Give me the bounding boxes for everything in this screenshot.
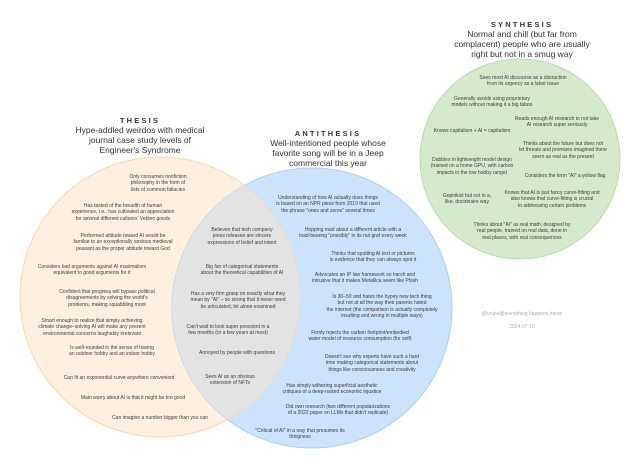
overlap-region [172,168,300,437]
thesis-item: Can fit an exponential curve anywhere co… [63,375,175,381]
synthesis-subtitle: Normal and chill (but far from complacen… [454,29,590,59]
thesis-item: Smart enough to realize that simply achi… [38,318,146,337]
antithesis-subtitle: Well-intentioned people whose favorite s… [270,138,386,168]
synthesis-item: Knows that AI is just fancy curve-fittin… [504,190,600,209]
overlap-item: Can't wait to look super prescient in a … [186,324,270,337]
antithesis-item: Did own research (two different populari… [285,404,391,417]
synthesis-item: Thinks about "AI" as real math, designed… [473,222,571,241]
synthesis-title: SYNTHESIS [490,20,554,29]
credit-date: 2024-07-10 [509,323,535,330]
antithesis-item: Hopping mad about a different article wi… [299,227,407,240]
thesis-item: Can imagine a number bigger than you can [112,415,208,421]
synthesis-item: Thinks about the future but does not let… [519,141,607,160]
antithesis-item: Has simply withering superficial aesthet… [282,383,382,396]
synthesis-circle [419,58,621,260]
thesis-item: Performed attitude toward AI would be fa… [73,233,173,252]
overlap-item: Big fan of categorical statements about … [200,264,284,277]
thesis-title: THESIS [119,116,161,125]
synthesis-item: Gopnikist but not in a, like, doctrinair… [442,193,492,206]
antithesis-item: Understanding of how AI actually does th… [276,195,380,214]
thesis-item: Only consumes nonfiction philosophy in t… [129,174,187,193]
thesis-item: Confident that progress will bypass poli… [59,289,155,308]
synthesis-item: Generally avoids using proprietary model… [451,96,533,109]
synthesis-item: Knows capitalism + AI = capitalism [433,128,511,134]
credit: @vrubu@everything.happens.horse 2024-07-… [482,304,562,337]
overlap-item: Has a very firm grasp on exactly what th… [190,291,286,310]
thesis-item: Has tasted of the breadth of human exper… [71,203,175,222]
thesis-header: THESIS Hype-addled weirdos with medical … [76,116,205,155]
antithesis-header: ANTITHESIS Well-intentioned people whose… [270,129,386,168]
antithesis-item: Doesn't see why experts have such a hard… [324,354,420,373]
thesis-item: Main worry about AI is that it might be … [80,395,186,401]
synthesis-item: Dabbles in lightweight model design (tra… [430,157,514,176]
antithesis-item: "Critical of AI" in a way that presumes … [255,428,345,441]
synthesis-item: Reads enough AI research to not take AI … [515,116,599,129]
credit-handle: @vrubu@everything.happens.horse [481,310,563,317]
thesis-item: Is well-rounded in the sense of having a… [69,345,155,358]
synthesis-item: Sees most AI discourse as a distraction … [479,75,567,88]
synthesis-header: SYNTHESIS Normal and chill (but far from… [454,20,590,59]
synthesis-item: Considers the term "AI" a yellow flag [524,173,606,179]
thesis-circle-outline [19,156,301,438]
thesis-item: Considers bad arguments against AI maxim… [37,264,147,277]
thesis-subtitle: Hype-addled weirdos with medical journal… [75,125,205,155]
overlap-item: Sees AI as an obvious extension of NFTs [205,374,255,387]
overlap-item: Believes that tech company press release… [207,227,277,246]
antithesis-item: Firmly rejects the carbon footprint/embo… [308,330,412,343]
overlap-item: Annoyed by people with questions [199,350,275,356]
antithesis-item: Thinks that spotting AI text or pictures… [329,251,417,264]
antithesis-title: ANTITHESIS [294,129,362,138]
antithesis-item: Is 30–50 and hates the hypey new tech th… [326,294,438,320]
antithesis-item: Advocates an IP law framework so harsh a… [312,272,418,285]
